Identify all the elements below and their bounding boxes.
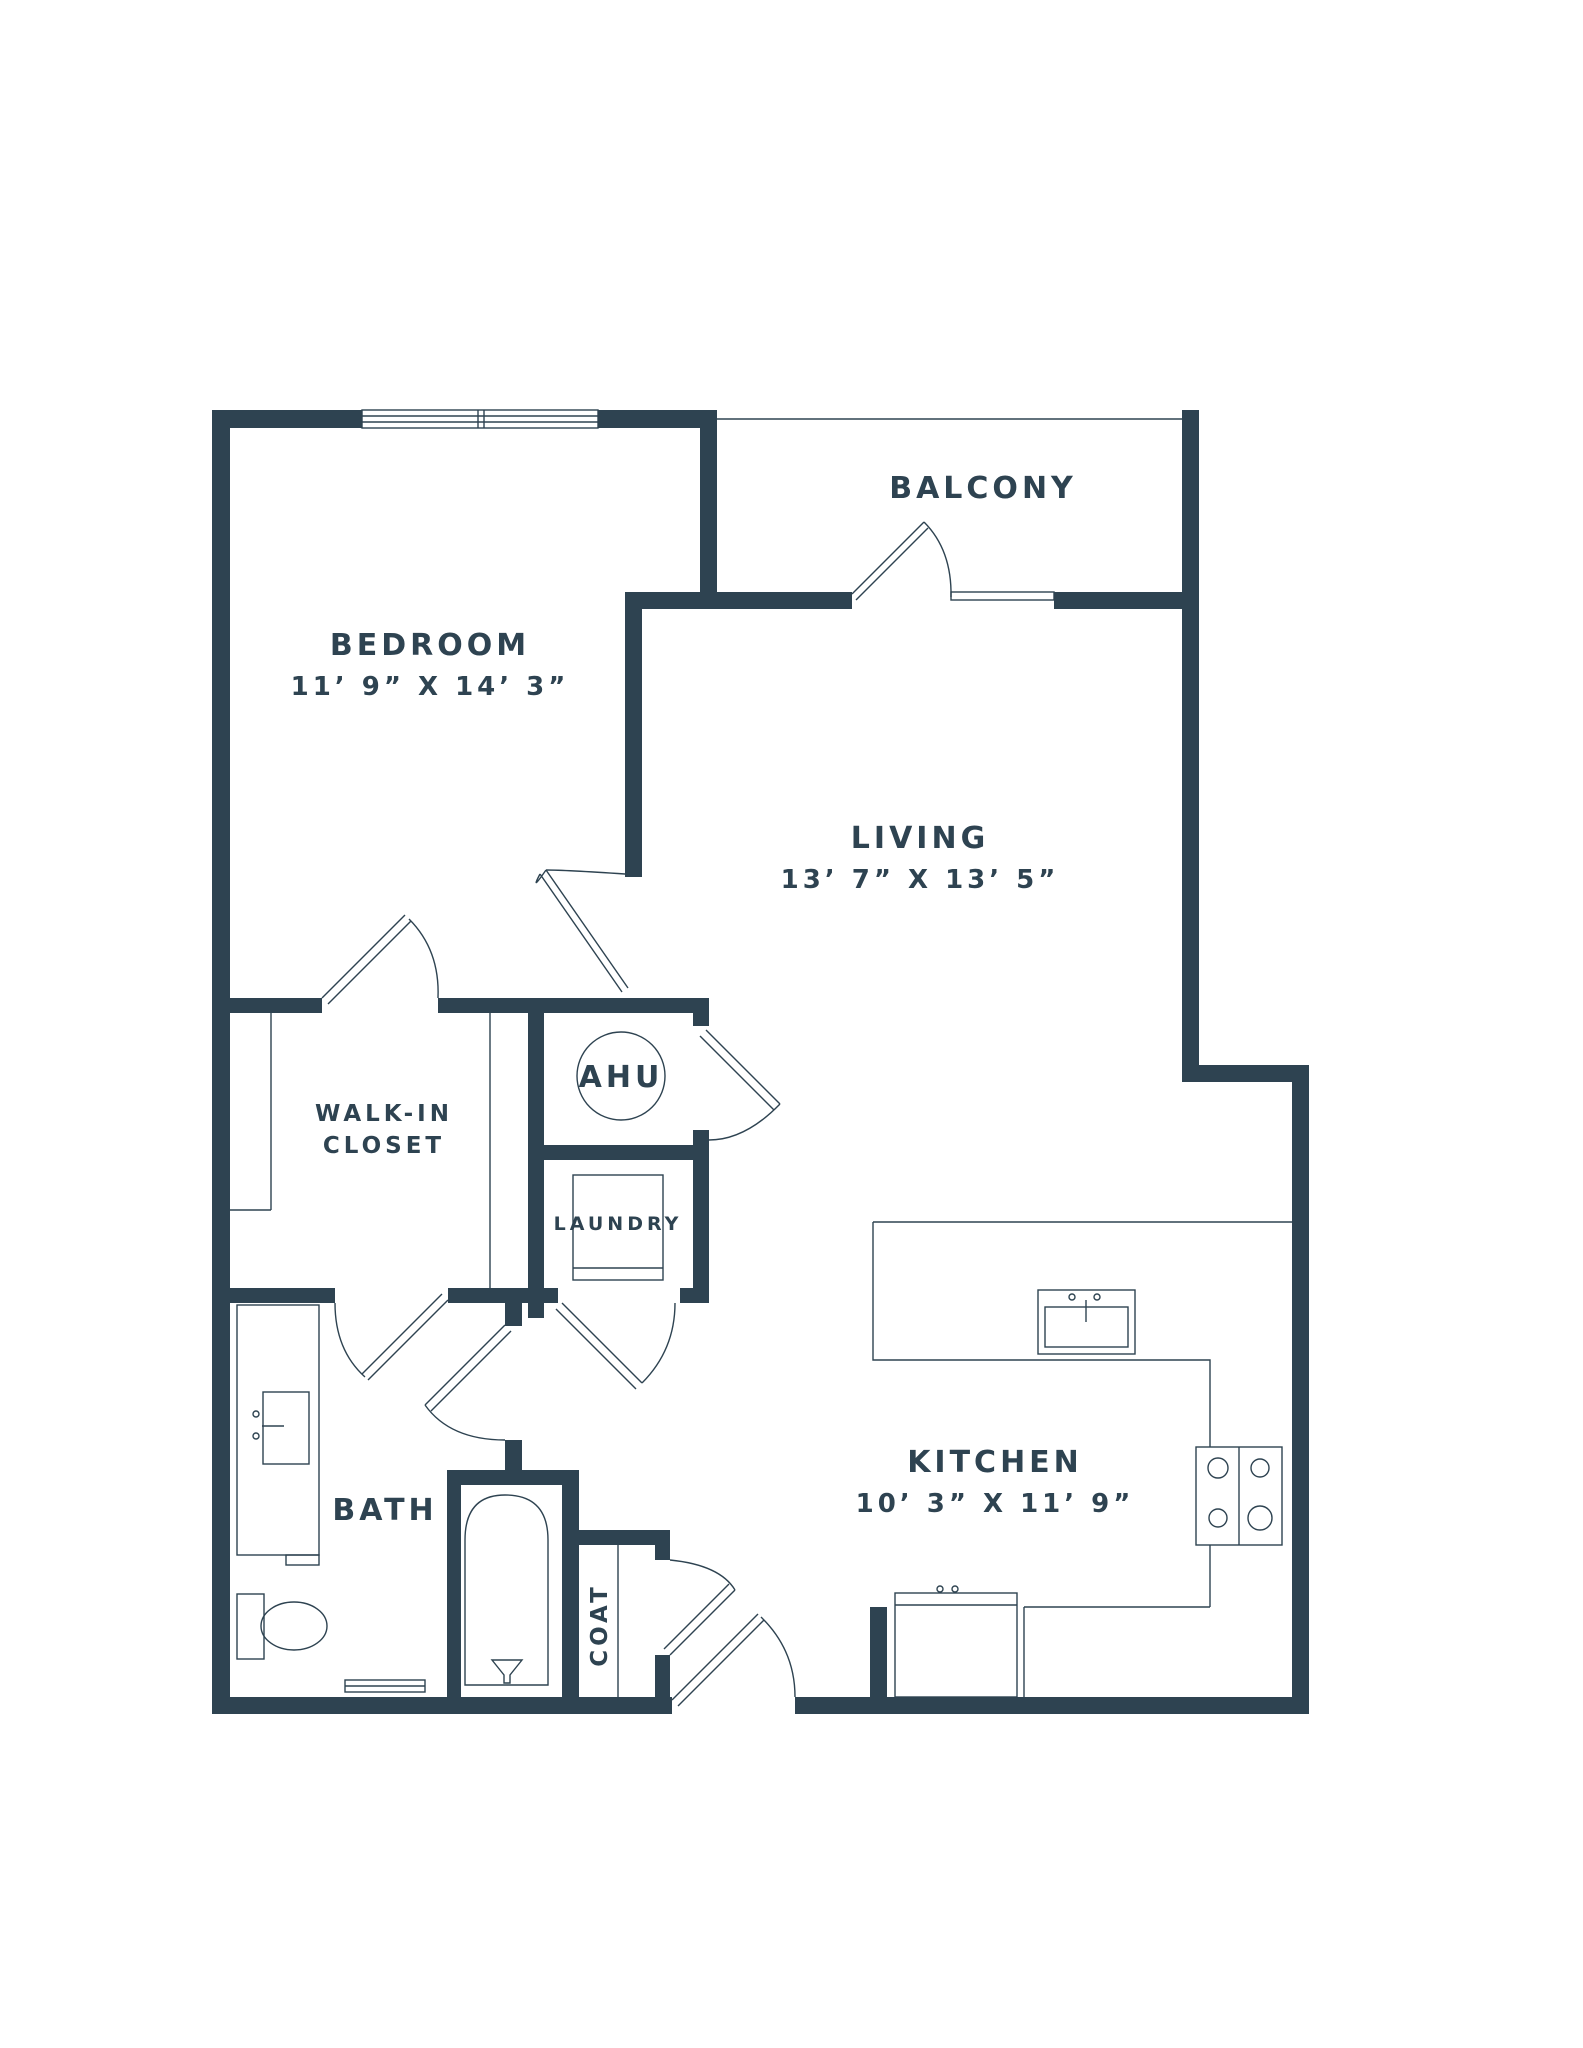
wall-laundry-bottom bbox=[680, 1288, 709, 1303]
kitchen-sink bbox=[1037, 1289, 1136, 1355]
wall-ahu-bottom bbox=[544, 1145, 709, 1160]
wall-bedroom-top-left bbox=[212, 410, 362, 428]
wall-outer-right-upper bbox=[1182, 410, 1199, 1080]
ahu-label: AHU bbox=[579, 1060, 664, 1095]
entry-door bbox=[671, 1613, 759, 1701]
laundry-machine bbox=[572, 1174, 664, 1281]
bedroom-door bbox=[545, 869, 629, 989]
wall-outer-left bbox=[212, 410, 230, 1714]
bath-sink bbox=[262, 1391, 310, 1465]
bath-vanity bbox=[236, 1304, 320, 1556]
wall-hall-stub bbox=[505, 1288, 522, 1326]
doors bbox=[321, 521, 952, 1707]
fixtures bbox=[230, 409, 1292, 1698]
refrigerator bbox=[894, 1592, 1018, 1698]
laundry-label: LAUNDRY bbox=[554, 1213, 683, 1235]
wall-tub-left bbox=[447, 1470, 461, 1714]
ahu-unit bbox=[576, 1031, 666, 1121]
kitchen-island bbox=[872, 1221, 1292, 1447]
coat-label: COAT bbox=[587, 1583, 613, 1667]
coat-door bbox=[669, 1589, 736, 1656]
walkin-label-line2: CLOSET bbox=[323, 1133, 445, 1159]
wall-bottom-right bbox=[795, 1697, 1309, 1714]
wall-laundry-right bbox=[693, 1130, 709, 1303]
wall-coat-right-top bbox=[655, 1530, 670, 1560]
wall-tub-right bbox=[562, 1470, 579, 1714]
wall-coat-right-bottom bbox=[655, 1655, 670, 1714]
wall-ahu-right bbox=[693, 998, 709, 1026]
wall-bath-stub bbox=[505, 1440, 522, 1475]
balcony-label: BALCONY bbox=[889, 471, 1077, 506]
closet-door bbox=[321, 914, 406, 999]
bathtub bbox=[464, 1494, 549, 1686]
balcony-slider bbox=[950, 591, 1055, 601]
bedroom-window bbox=[361, 409, 599, 429]
wall-right-jog bbox=[1182, 1065, 1309, 1082]
wall-ahu-top bbox=[528, 998, 708, 1013]
laundry-door bbox=[561, 1302, 643, 1384]
bath-label: BATH bbox=[332, 1493, 437, 1528]
wall-tub-top bbox=[447, 1470, 562, 1485]
wall-outer-right-lower bbox=[1292, 1065, 1309, 1714]
wall-bedroom-top-right bbox=[598, 410, 717, 428]
wall-bedroom-bottom-left bbox=[212, 998, 322, 1013]
balcony-door bbox=[851, 521, 925, 595]
wall-kitchen-stub bbox=[870, 1607, 887, 1707]
wall-living-top-left bbox=[625, 592, 852, 609]
wall-living-top-right bbox=[1054, 592, 1189, 609]
ahu-door bbox=[705, 1029, 781, 1105]
wall-closet-right bbox=[528, 998, 544, 1318]
wall-bedroom-balcony bbox=[700, 410, 717, 596]
wall-bottom-left bbox=[212, 1697, 672, 1714]
bath-closet-door bbox=[367, 1299, 449, 1381]
living-label: LIVING bbox=[851, 821, 989, 856]
wall-closet-bottom-right bbox=[448, 1288, 558, 1303]
wall-closet-bottom-left bbox=[212, 1288, 335, 1303]
kitchen-dims: 10’ 3” X 11’ 9” bbox=[856, 1489, 1135, 1519]
bedroom-dims: 11’ 9” X 14’ 3” bbox=[291, 672, 570, 702]
wall-coat-top bbox=[562, 1530, 670, 1545]
bedroom-label: BEDROOM bbox=[330, 628, 530, 663]
walkin-label-line1: WALK-IN bbox=[315, 1101, 453, 1127]
bath-door bbox=[424, 1324, 506, 1406]
toilet bbox=[236, 1593, 265, 1660]
wall-bedroom-living bbox=[625, 592, 642, 877]
living-dims: 13’ 7” X 13’ 5” bbox=[781, 865, 1060, 895]
room-labels: BEDROOM 11’ 9” X 14’ 3” BALCONY LIVING 1… bbox=[291, 471, 1135, 1667]
walls bbox=[212, 410, 1309, 1714]
kitchen-label: KITCHEN bbox=[907, 1445, 1083, 1480]
